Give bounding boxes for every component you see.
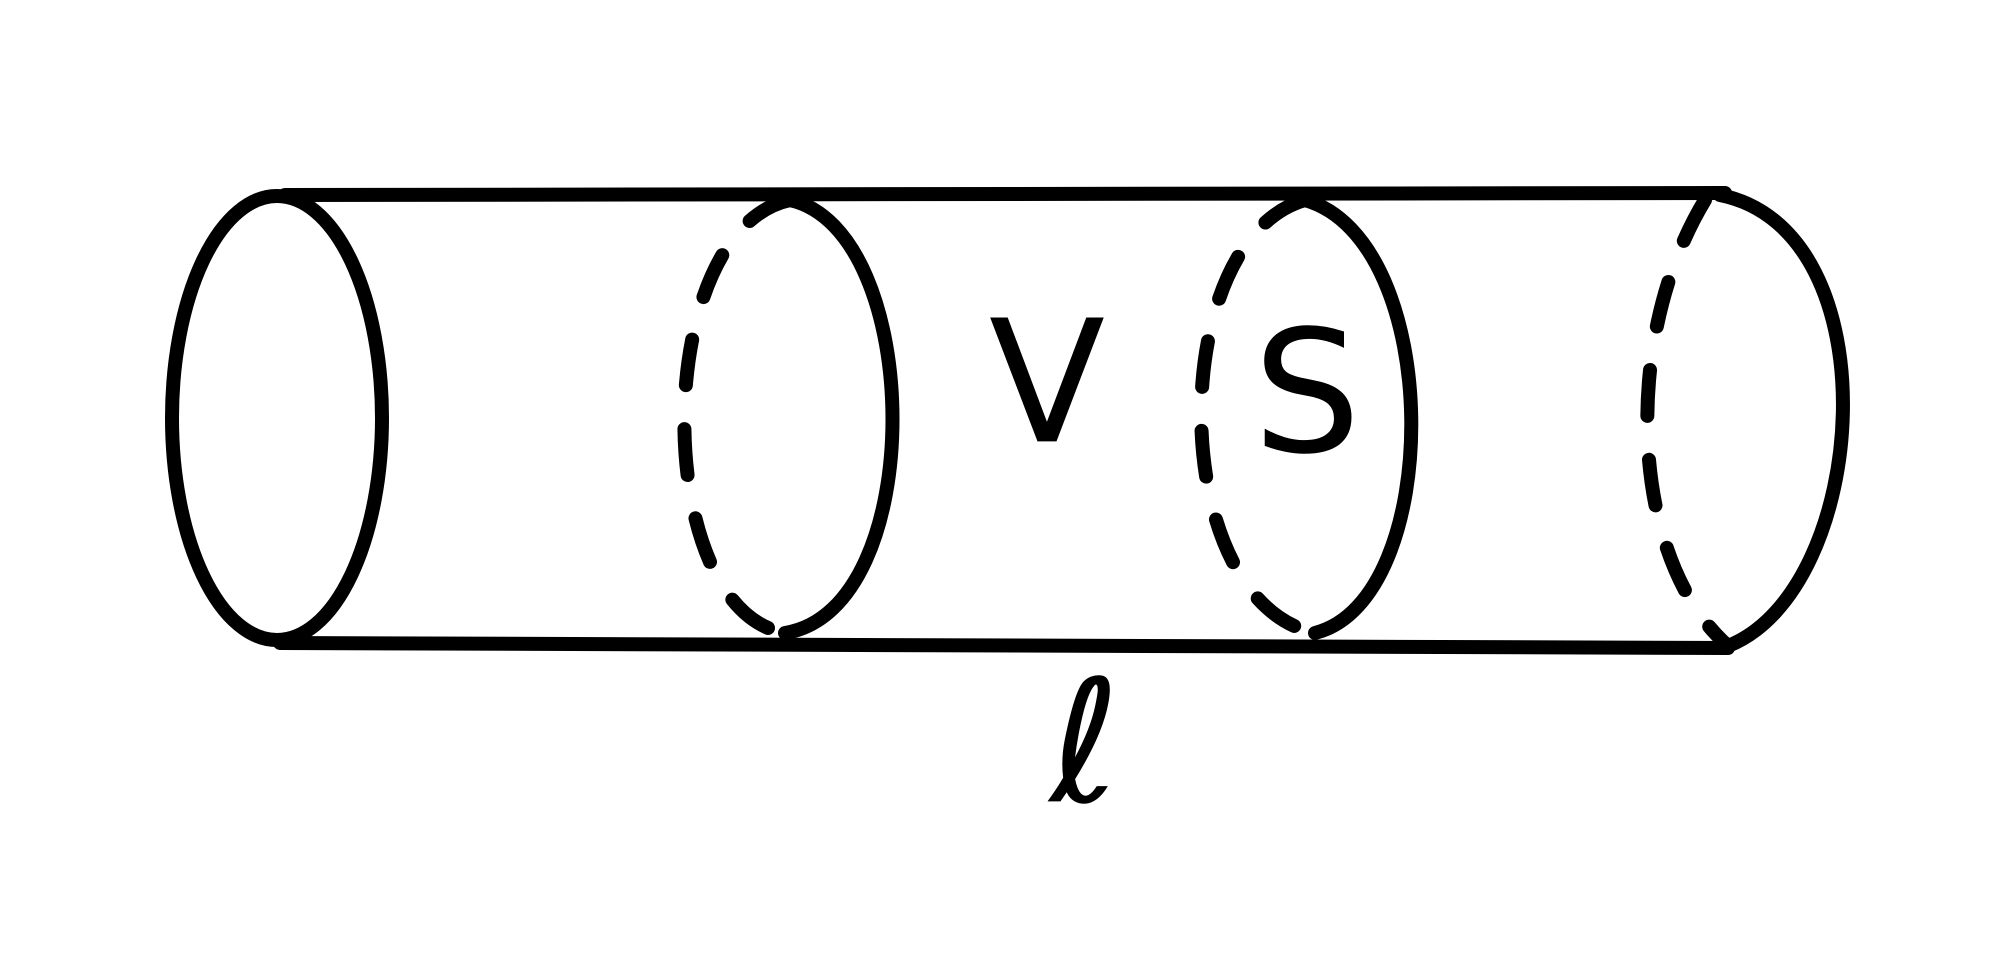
- cylinder-left-end: [165, 189, 389, 647]
- length-label: ℓ: [1047, 644, 1120, 842]
- cross-section-2-back: [1194, 193, 1322, 640]
- volume-label: V: [989, 284, 1105, 482]
- cross-section-1-back: [677, 193, 797, 640]
- cross-section-2-front: [1298, 193, 1419, 640]
- cylinder-top-edge: [278, 186, 1732, 202]
- surface-label: S: [1253, 294, 1361, 492]
- cylinder-bottom-edge: [273, 636, 1735, 655]
- cylinder-right-front-arc: [1713, 188, 1850, 653]
- cylinder-right-back-arc: [1640, 193, 1735, 653]
- cross-section-1-front: [778, 193, 900, 640]
